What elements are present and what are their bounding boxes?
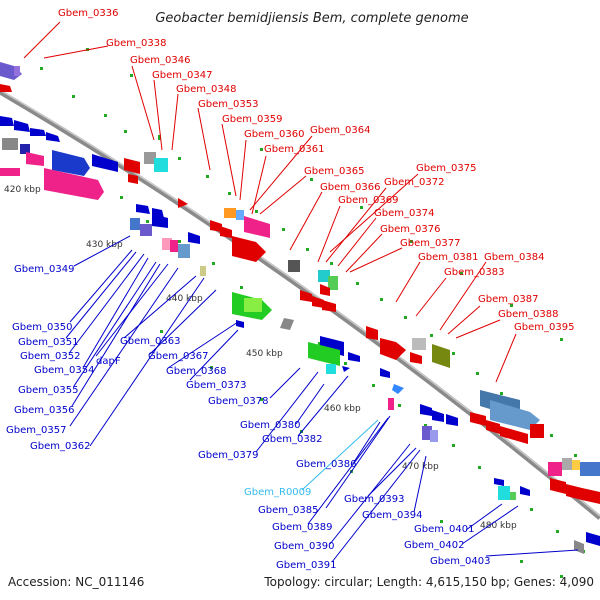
gene-label-gbem-0388[interactable]: Gbem_0388 [498, 309, 558, 320]
gene-label-gbem-0389[interactable]: Gbem_0389 [272, 522, 332, 533]
gene-label-gbem-0350[interactable]: Gbem_0350 [12, 322, 72, 333]
gene-label-gbem-0365[interactable]: Gbem_0365 [304, 166, 364, 177]
gene-label-gbem-0356[interactable]: Gbem_0356 [14, 405, 74, 416]
top-leader-lines [23, 21, 517, 383]
kbp-label-450: 450 kbp [246, 349, 283, 359]
gene-label-gbem-0402[interactable]: Gbem_0402 [404, 540, 464, 551]
gene-label-gbem-0391[interactable]: Gbem_0391 [276, 560, 336, 571]
kbp-label-460: 460 kbp [324, 404, 361, 414]
genome-backbone [0, 89, 600, 520]
gene-label-gbem-r0009[interactable]: Gbem_R0009 [244, 487, 311, 498]
kbp-label-480: 480 kbp [480, 521, 517, 531]
gene-label-gbem-0361[interactable]: Gbem_0361 [264, 144, 324, 155]
gene-label-gbem-0369[interactable]: Gbem_0369 [338, 195, 398, 206]
gene-label-gbem-0373[interactable]: Gbem_0373 [186, 380, 246, 391]
gene-label-gbem-0348[interactable]: Gbem_0348 [176, 84, 236, 95]
gene-label-gbem-0377[interactable]: Gbem_0377 [400, 238, 460, 249]
gene-label-gbem-0362[interactable]: Gbem_0362 [30, 441, 90, 452]
gene-label-gbem-0394[interactable]: Gbem_0394 [362, 510, 422, 521]
gene-features [0, 62, 600, 554]
gene-label-gbem-0368[interactable]: Gbem_0368 [166, 366, 226, 377]
gene-label-gbem-0387[interactable]: Gbem_0387 [478, 294, 538, 305]
gene-label-gbem-0401[interactable]: Gbem_0401 [414, 524, 474, 535]
gene-label-gbem-0336[interactable]: Gbem_0336 [58, 8, 118, 19]
gene-label-gbem-0395[interactable]: Gbem_0395 [514, 322, 574, 333]
bottom-leader-lines [65, 235, 579, 563]
gene-label-gbem-0338[interactable]: Gbem_0338 [106, 38, 166, 49]
gene-label-gbem-0385[interactable]: Gbem_0385 [258, 505, 318, 516]
gene-label-gbem-0363[interactable]: Gbem_0363 [120, 336, 180, 347]
gene-label-gbem-0355[interactable]: Gbem_0355 [18, 385, 78, 396]
gene-label-gbem-0349[interactable]: Gbem_0349 [14, 264, 74, 275]
gene-label-gbem-0382[interactable]: Gbem_0382 [262, 434, 322, 445]
kbp-label-470: 470 kbp [402, 462, 439, 472]
gene-label-gbem-0347[interactable]: Gbem_0347 [152, 70, 212, 81]
gene-label-gbem-0357[interactable]: Gbem_0357 [6, 425, 66, 436]
gene-label-gbem-0390[interactable]: Gbem_0390 [274, 541, 334, 552]
gene-label-gbem-0372[interactable]: Gbem_0372 [384, 177, 444, 188]
gene-label-gbem-0375[interactable]: Gbem_0375 [416, 163, 476, 174]
gene-label-gbem-0379[interactable]: Gbem_0379 [198, 450, 258, 461]
gene-label-gbem-0380[interactable]: Gbem_0380 [240, 420, 300, 431]
gene-label-gbem-0351[interactable]: Gbem_0351 [18, 337, 78, 348]
genome-backbone-highlight [0, 89, 600, 517]
gene-label-gbem-0346[interactable]: Gbem_0346 [130, 55, 190, 66]
gene-label-gbem-0359[interactable]: Gbem_0359 [222, 114, 282, 125]
gene-label-gbem-0378[interactable]: Gbem_0378 [208, 396, 268, 407]
gene-label-gbem-0381[interactable]: Gbem_0381 [418, 252, 478, 263]
gene-label-gbem-0384[interactable]: Gbem_0384 [484, 252, 544, 263]
gene-label-gbem-0383[interactable]: Gbem_0383 [444, 267, 504, 278]
topology-text: Topology: circular; Length: 4,615,150 bp… [263, 575, 594, 589]
gene-label-dapf[interactable]: dapF [96, 356, 121, 367]
kbp-label-440: 440 kbp [166, 294, 203, 304]
gene-label-gbem-0364[interactable]: Gbem_0364 [310, 125, 370, 136]
gene-label-gbem-0403[interactable]: Gbem_0403 [430, 556, 490, 567]
accession-text: Accession: NC_011146 [8, 575, 144, 589]
gene-label-gbem-0352[interactable]: Gbem_0352 [20, 351, 80, 362]
rna-leader-line [301, 419, 379, 491]
gene-label-gbem-0386[interactable]: Gbem_0386 [296, 459, 356, 470]
map-title: Geobacter bemidjiensis Bem, complete gen… [155, 11, 468, 26]
kbp-label-430: 430 kbp [86, 240, 123, 250]
gene-label-gbem-0393[interactable]: Gbem_0393 [344, 494, 404, 505]
gene-label-gbem-0360[interactable]: Gbem_0360 [244, 129, 304, 140]
gene-label-gbem-0366[interactable]: Gbem_0366 [320, 182, 380, 193]
kbp-label-420: 420 kbp [4, 185, 41, 195]
gene-label-gbem-0374[interactable]: Gbem_0374 [374, 208, 434, 219]
gene-label-gbem-0376[interactable]: Gbem_0376 [380, 224, 440, 235]
gene-label-gbem-0367[interactable]: Gbem_0367 [148, 351, 208, 362]
gene-label-gbem-0353[interactable]: Gbem_0353 [198, 99, 258, 110]
gene-label-gbem-0354[interactable]: Gbem_0354 [34, 365, 94, 376]
